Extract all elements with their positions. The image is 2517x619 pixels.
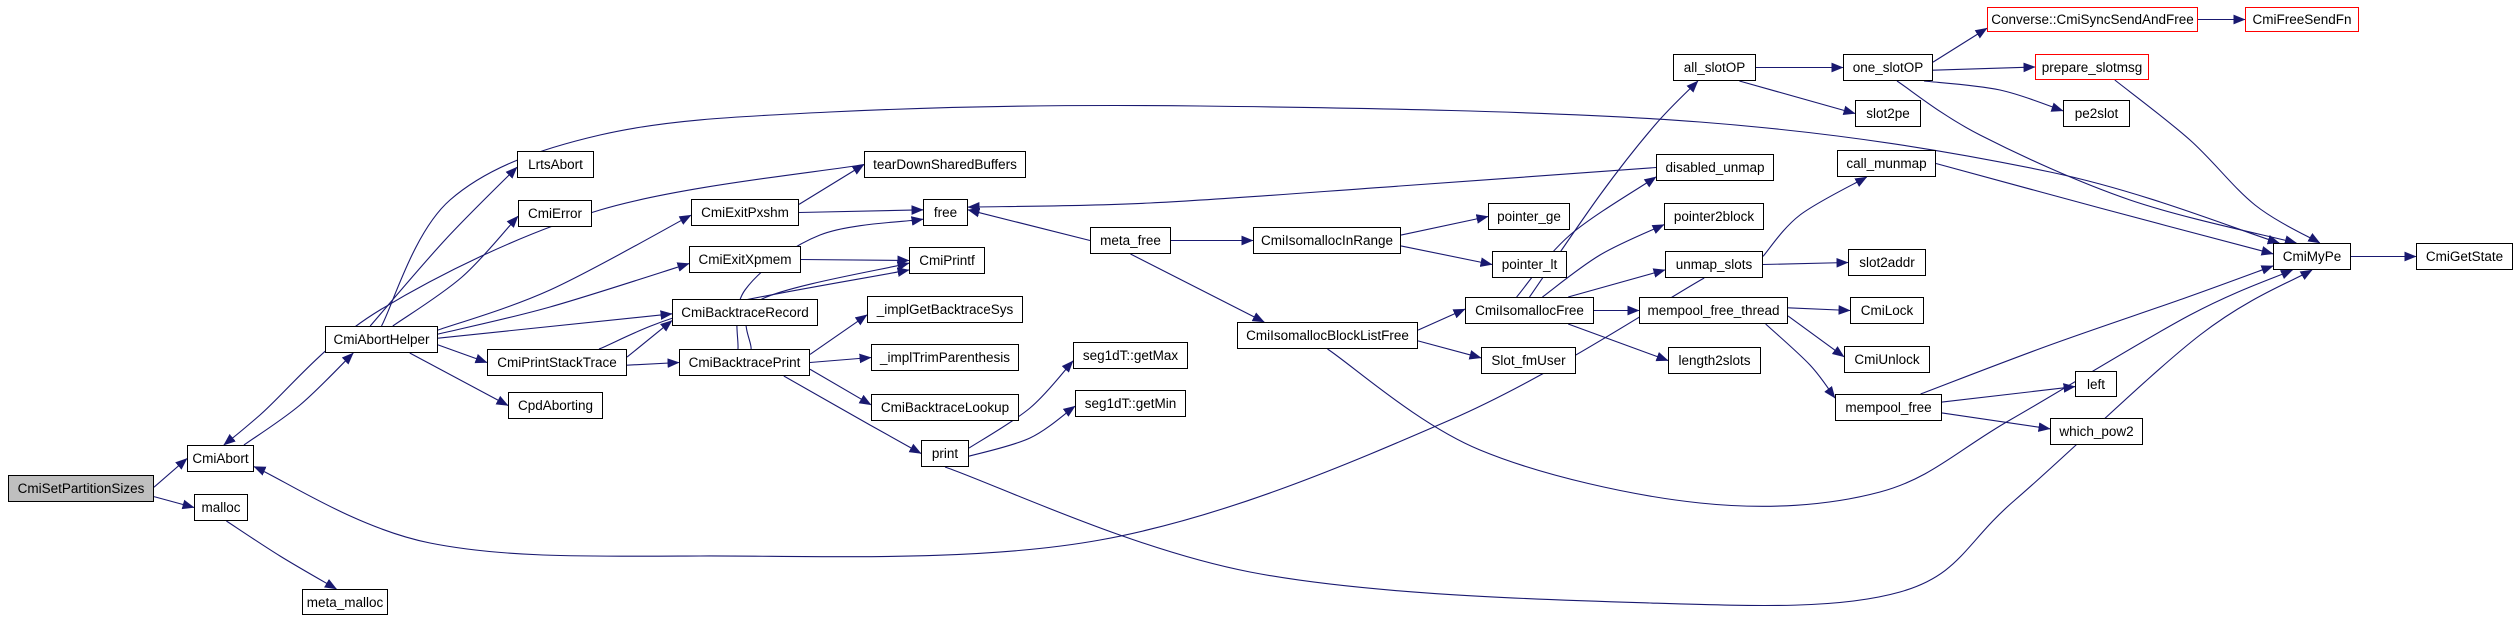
- node-CpdAborting[interactable]: CpdAborting: [508, 392, 603, 419]
- node-CmiPrintStackTrace[interactable]: CmiPrintStackTrace: [487, 349, 627, 376]
- edge-CmiBacktracePrint-_implGetBacktraceSys: [809, 314, 868, 355]
- edge-unmap_slots-slot2addr: [1762, 257, 1849, 268]
- edge-CmiPrintStackTrace-CmiBacktracePrint: [626, 358, 680, 368]
- node-_implTrimParenthesis[interactable]: _implTrimParenthesis: [871, 344, 1019, 371]
- node-free[interactable]: free: [923, 199, 968, 226]
- node-meta_free[interactable]: meta_free: [1090, 227, 1171, 254]
- node-pointer2block[interactable]: pointer2block: [1664, 203, 1764, 230]
- edge-one_slotOP-pe2slot: [1923, 80, 2064, 112]
- edge-all_slotOP-slot2pe: [1739, 80, 1856, 116]
- edge-meta_free-free: [967, 207, 1091, 242]
- node-Slot_fmUser[interactable]: Slot_fmUser: [1481, 347, 1576, 374]
- node-left[interactable]: left: [2075, 371, 2117, 397]
- node-prepare_slotmsg[interactable]: prepare_slotmsg: [2035, 54, 2149, 80]
- node-which_pow2[interactable]: which_pow2: [2050, 418, 2143, 445]
- node-CmiBacktraceRecord[interactable]: CmiBacktraceRecord: [672, 299, 818, 326]
- edge-CmiAbortHelper-CmiMyPe: [381, 104, 2280, 327]
- edge-CmiIsomallocBlockListFree-Slot_fmUser: [1417, 340, 1482, 360]
- edge-meta_free-CmiIsomallocBlockListFree: [1130, 253, 1265, 323]
- node-CmiError[interactable]: CmiError: [518, 200, 592, 227]
- edge-CmiIsomallocFree-length2slots: [1568, 323, 1669, 362]
- edge-CmiSetPartitionSizes-malloc: [153, 496, 195, 510]
- edge-malloc-meta_malloc: [226, 520, 337, 590]
- edge-CmiAbortHelper-CmiExitXpmem: [437, 262, 690, 335]
- node-LrtsAbort[interactable]: LrtsAbort: [517, 151, 594, 178]
- node-_implGetBacktraceSys[interactable]: _implGetBacktraceSys: [867, 296, 1023, 323]
- edge-CmiAbortHelper-CmiExitPxshm: [437, 214, 692, 331]
- edge-call_munmap-CmiMyPe: [1935, 162, 2274, 256]
- node-tearDownSharedBuffers[interactable]: tearDownSharedBuffers: [864, 151, 1026, 178]
- node-slot2pe[interactable]: slot2pe: [1855, 100, 1921, 127]
- edge-disabled_unmap-free: [967, 166, 1657, 212]
- node-CmiIsomallocBlockListFree[interactable]: CmiIsomallocBlockListFree: [1237, 322, 1418, 349]
- edge-CmiIsomallocInRange-pointer_lt: [1400, 245, 1493, 267]
- edge-CmiExitPxshm-free: [798, 205, 924, 215]
- node-print[interactable]: print: [921, 440, 969, 467]
- node-CmiMyPe[interactable]: CmiMyPe: [2273, 243, 2351, 270]
- node-pointer_lt[interactable]: pointer_lt: [1492, 251, 1567, 278]
- node-slot2addr[interactable]: slot2addr: [1848, 249, 1926, 276]
- node-CmiExitPxshm[interactable]: CmiExitPxshm: [691, 199, 799, 226]
- edge-mempool_free-left: [1941, 383, 2076, 403]
- edge-mempool_free_thread-mempool_free: [1765, 323, 1836, 399]
- node-CmiPrintf[interactable]: CmiPrintf: [909, 247, 985, 274]
- node-seg1dT_getMin[interactable]: seg1dT::getMin: [1075, 390, 1186, 417]
- node-meta_malloc[interactable]: meta_malloc: [302, 589, 388, 615]
- node-Converse_CmiSyncSendAndFree[interactable]: Converse::CmiSyncSendAndFree: [1987, 7, 2198, 32]
- node-seg1dT_getMax[interactable]: seg1dT::getMax: [1073, 342, 1188, 369]
- edge-mempool_free-which_pow2: [1941, 412, 2051, 432]
- edge-CmiAbortHelper-LrtsAbort: [369, 166, 518, 327]
- node-CmiIsomallocFree[interactable]: CmiIsomallocFree: [1465, 297, 1594, 324]
- node-pe2slot[interactable]: pe2slot: [2063, 100, 2130, 127]
- node-CmiBacktracePrint[interactable]: CmiBacktracePrint: [679, 349, 810, 376]
- edge-CmiExitXpmem-CmiPrintf: [800, 255, 910, 266]
- node-malloc[interactable]: malloc: [194, 494, 248, 521]
- edge-CmiIsomallocBlockListFree-CmiIsomallocFree: [1417, 308, 1466, 331]
- edge-one_slotOP-prepare_slotmsg: [1932, 62, 2036, 73]
- node-length2slots[interactable]: length2slots: [1668, 347, 1761, 374]
- node-CmiExitXpmem[interactable]: CmiExitXpmem: [689, 246, 801, 273]
- edge-prepare_slotmsg-CmiMyPe: [2114, 79, 2321, 244]
- edge-mempool_free_thread-CmiUnlock: [1787, 315, 1845, 358]
- node-CmiAbortHelper[interactable]: CmiAbortHelper: [325, 326, 438, 353]
- edge-CmiBacktracePrint-free: [736, 216, 924, 350]
- edge-mempool_free_thread-CmiLock: [1787, 305, 1851, 315]
- edge-CmiAbortHelper-CmiBacktraceRecord: [437, 310, 673, 339]
- edge-CmiIsomallocFree-unmap_slots: [1568, 268, 1666, 298]
- node-CmiSetPartitionSizes[interactable]: CmiSetPartitionSizes: [8, 475, 154, 502]
- node-CmiLock[interactable]: CmiLock: [1850, 297, 1924, 324]
- node-CmiAbort[interactable]: CmiAbort: [187, 445, 254, 472]
- node-CmiGetState[interactable]: CmiGetState: [2416, 243, 2513, 270]
- edge-CmiPrintStackTrace-CmiBacktraceRecord: [626, 320, 673, 358]
- node-disabled_unmap[interactable]: disabled_unmap: [1656, 154, 1774, 181]
- node-CmiBacktraceLookup[interactable]: CmiBacktraceLookup: [871, 394, 1019, 421]
- node-CmiUnlock[interactable]: CmiUnlock: [1844, 346, 1930, 373]
- node-all_slotOP[interactable]: all_slotOP: [1673, 54, 1756, 81]
- edge-one_slotOP-Converse_CmiSyncSendAndFree: [1932, 27, 1988, 63]
- edge-CmiExitPxshm-tearDownSharedBuffers: [798, 164, 865, 205]
- node-one_slotOP[interactable]: one_slotOP: [1843, 54, 1933, 81]
- edge-CmiAbort-CmiAbortHelper: [243, 352, 354, 446]
- edge-CmiBacktracePrint-CmiBacktraceLookup: [809, 368, 872, 406]
- node-pointer_ge[interactable]: pointer_ge: [1488, 203, 1570, 230]
- node-CmiIsomallocInRange[interactable]: CmiIsomallocInRange: [1253, 227, 1401, 254]
- edge-CmiIsomallocInRange-pointer_ge: [1400, 214, 1489, 236]
- edge-CmiBacktracePrint-_implTrimParenthesis: [809, 353, 872, 364]
- node-unmap_slots[interactable]: unmap_slots: [1665, 251, 1763, 278]
- edge-CmiAbortHelper-CmiPrintStackTrace: [437, 344, 488, 364]
- edge-unmap_slots-call_munmap: [1762, 176, 1868, 257]
- edge-CmiIsomallocFree-disabled_unmap: [1516, 176, 1657, 298]
- node-mempool_free[interactable]: mempool_free: [1835, 394, 1942, 421]
- node-mempool_free_thread[interactable]: mempool_free_thread: [1639, 297, 1788, 324]
- edge-CmiAbortHelper-CmiError: [392, 215, 519, 327]
- node-CmiFreeSendFn[interactable]: CmiFreeSendFn: [2245, 7, 2359, 32]
- edge-CmiSetPartitionSizes-CmiAbort: [153, 458, 188, 488]
- node-call_munmap[interactable]: call_munmap: [1837, 150, 1936, 177]
